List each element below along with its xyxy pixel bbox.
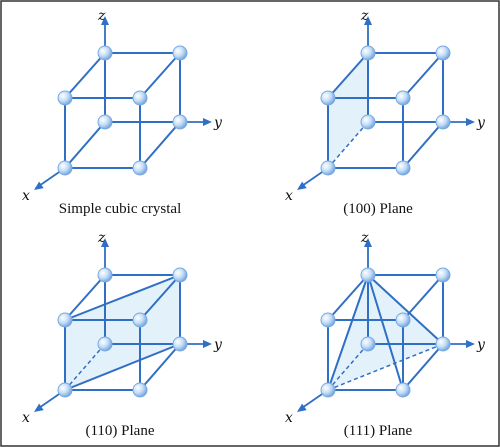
atom-g xyxy=(172,45,188,61)
cube-edge-cg xyxy=(139,52,181,99)
panel-plane-110: z y x (110) Plane xyxy=(22,230,223,439)
y-axis-label: y xyxy=(476,115,486,131)
atom-f xyxy=(435,114,451,130)
atom-a xyxy=(320,160,336,176)
atom-e xyxy=(360,114,376,130)
z-axis-label: z xyxy=(360,8,369,24)
cube-edge-bf xyxy=(402,121,444,169)
z-axis-arrow xyxy=(101,16,109,25)
plane-edge-ah xyxy=(327,274,369,391)
plane-110-shading xyxy=(65,275,180,390)
atom-e xyxy=(360,336,376,352)
z-axis-label: z xyxy=(360,230,369,246)
x-axis-arrow xyxy=(34,403,44,412)
atom-e xyxy=(97,336,113,352)
atom-h xyxy=(360,45,376,61)
hidden-edge-ae xyxy=(64,343,106,391)
atom-c xyxy=(132,90,148,106)
panel-caption: (100) Plane xyxy=(343,201,413,217)
atom-d xyxy=(320,90,336,106)
y-axis-label: y xyxy=(213,115,223,131)
atom-b xyxy=(132,160,148,176)
atom-b xyxy=(395,382,411,398)
cube-edge-bf xyxy=(139,121,181,169)
z-axis-label: z xyxy=(97,230,106,246)
y-axis-arrow xyxy=(466,340,475,348)
atom-g xyxy=(172,267,188,283)
atom-c xyxy=(132,312,148,328)
z-axis-arrow xyxy=(364,238,372,247)
atom-b xyxy=(132,382,148,398)
panel-plane-111: z y x (111) Plane xyxy=(285,230,486,439)
cube-edge-dh xyxy=(64,274,106,321)
z-axis-arrow xyxy=(364,16,372,25)
cube-edge-dh xyxy=(327,274,369,321)
cube-edge-ae xyxy=(64,121,106,169)
cube-edge-dh xyxy=(327,52,369,99)
x-axis-label: x xyxy=(285,188,293,204)
atom-d xyxy=(320,312,336,328)
panel-caption: Simple cubic crystal xyxy=(59,201,181,217)
z-axis-label: z xyxy=(97,8,106,24)
cube-edge-bf xyxy=(139,343,181,391)
x-axis-label: x xyxy=(22,410,30,426)
atom-f xyxy=(172,336,188,352)
plane-edge-dg xyxy=(64,274,181,321)
atom-f xyxy=(172,114,188,130)
cube-edge-dh xyxy=(64,52,106,99)
plane-100-shading xyxy=(328,53,368,168)
y-axis-arrow xyxy=(203,340,212,348)
x-axis-arrow xyxy=(297,403,307,412)
atom-c xyxy=(395,90,411,106)
x-axis-label: x xyxy=(285,410,293,426)
atom-h xyxy=(97,267,113,283)
atom-a xyxy=(57,382,73,398)
atom-f xyxy=(435,336,451,352)
y-axis-label: y xyxy=(213,337,223,353)
atom-d xyxy=(57,312,73,328)
y-axis-arrow xyxy=(203,118,212,126)
y-axis-arrow xyxy=(466,118,475,126)
panel-caption: (110) Plane xyxy=(85,423,154,439)
x-axis-label: x xyxy=(22,188,30,204)
hidden-edge-ae xyxy=(327,343,369,391)
panel-caption: (111) Plane xyxy=(344,423,413,439)
atom-d xyxy=(57,90,73,106)
y-axis-label: y xyxy=(476,337,486,353)
atom-a xyxy=(320,382,336,398)
cube-edge-cg xyxy=(139,274,181,321)
atom-g xyxy=(435,45,451,61)
atom-a xyxy=(57,160,73,176)
plane-edge-hb xyxy=(367,274,404,391)
atom-c xyxy=(395,312,411,328)
atom-h xyxy=(97,45,113,61)
cube-edge-cg xyxy=(402,52,444,99)
hidden-edge-ae xyxy=(327,121,369,169)
atom-e xyxy=(97,114,113,130)
z-axis-arrow xyxy=(101,238,109,247)
panel-plane-100: z y x (100) Plane xyxy=(285,8,486,217)
atom-b xyxy=(395,160,411,176)
plane-edge-af xyxy=(64,343,181,391)
atom-h xyxy=(360,267,376,283)
atom-g xyxy=(435,267,451,283)
plane-edge-hf xyxy=(367,274,444,345)
cube-edge-bf xyxy=(402,343,444,391)
x-axis-arrow xyxy=(297,181,307,190)
x-axis-arrow xyxy=(34,181,44,190)
